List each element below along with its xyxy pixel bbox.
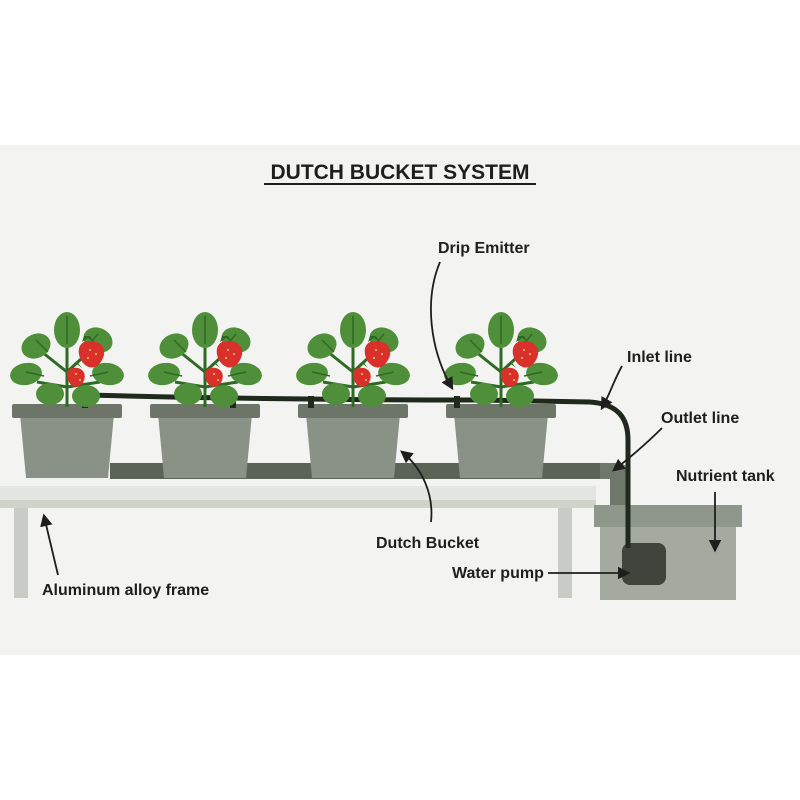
- nutrient-tank-lid: [594, 505, 742, 527]
- label-outlet-line: Outlet line: [661, 410, 739, 427]
- drip-emitter-3: [308, 396, 314, 408]
- diagram-title: DUTCH BUCKET SYSTEM: [270, 161, 529, 184]
- frame-leg-left: [14, 506, 28, 598]
- outlet-pipe-bend: [600, 463, 628, 515]
- table-edge: [0, 500, 596, 508]
- frame-leg-right: [558, 506, 572, 598]
- dutch-bucket-4: [446, 404, 556, 478]
- dutch-bucket-2: [150, 404, 260, 478]
- dutch-bucket-1: [12, 404, 122, 478]
- water-pump: [622, 543, 666, 585]
- arrow-icon: [400, 450, 433, 523]
- label-water-pump: Water pump: [452, 565, 544, 582]
- label-inlet-line: Inlet line: [627, 349, 692, 366]
- label-dutch-bucket: Dutch Bucket: [376, 535, 480, 552]
- label-drip-emitter: Drip Emitter: [438, 240, 530, 257]
- label-nutrient-tank: Nutrient tank: [676, 468, 775, 485]
- arrow-icon: [612, 427, 663, 472]
- arrow-icon: [600, 365, 623, 411]
- dutch-bucket-3: [298, 404, 408, 478]
- arrow-icon: [430, 261, 454, 391]
- drip-emitter-4: [454, 396, 460, 408]
- label-frame: Aluminum alloy frame: [42, 582, 209, 599]
- arrow-icon: [40, 513, 59, 576]
